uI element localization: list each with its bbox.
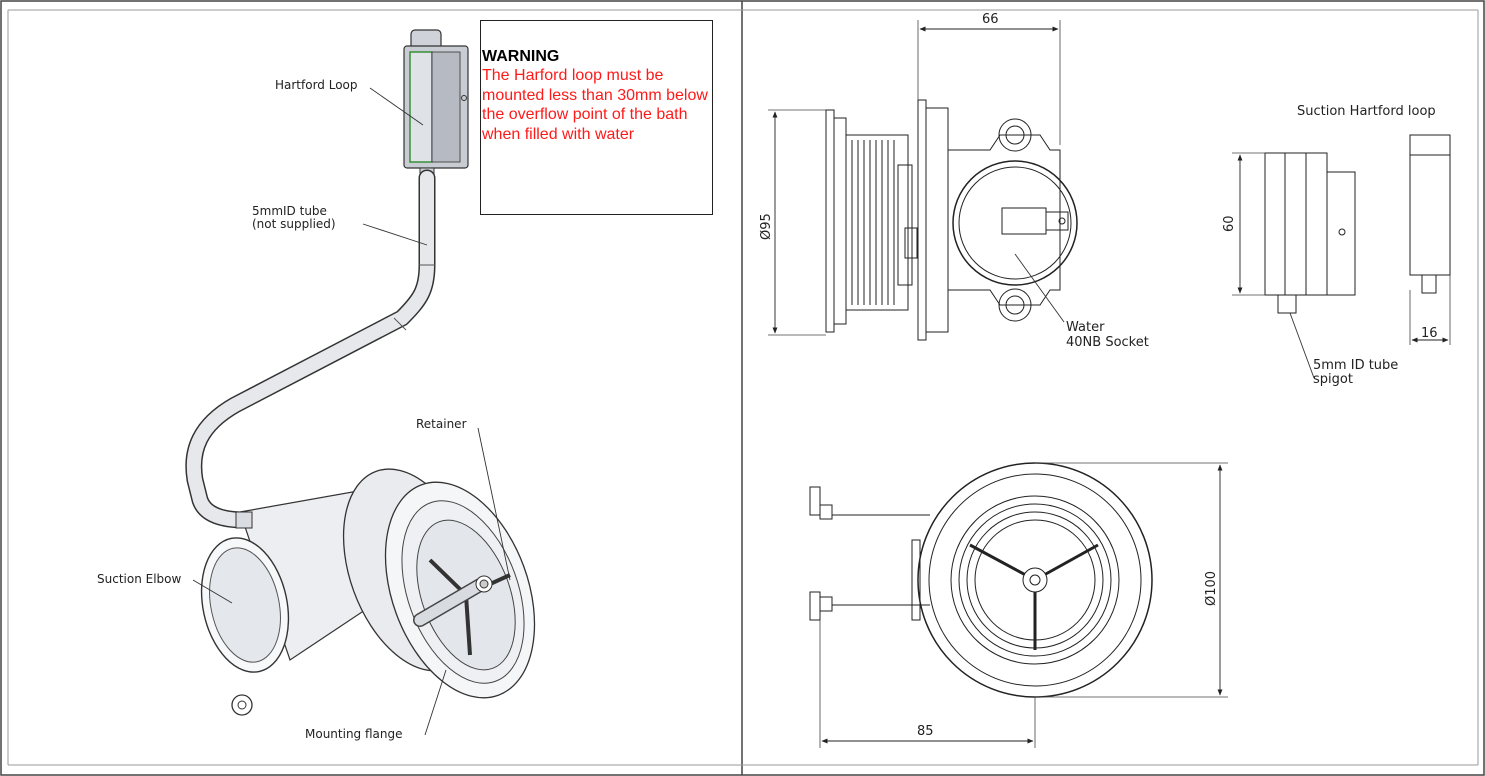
- label-water-line1: Water: [1066, 320, 1105, 335]
- dim-16-label: 16: [1421, 326, 1438, 341]
- callout-retainer: Retainer: [416, 417, 511, 581]
- label-tube-line2: (not supplied): [252, 217, 336, 231]
- dimension-dia-100: Ø100: [1035, 462, 1228, 698]
- front-plan-view: [809, 462, 1153, 698]
- dimension-16: 16: [1409, 275, 1451, 345]
- dimension-66: 66: [917, 12, 1061, 145]
- warning-text: The Harford loop must be mounted less th…: [482, 67, 708, 143]
- callout-water-socket: Water 40NB Socket: [1014, 253, 1149, 350]
- isometric-assembly: [185, 29, 536, 716]
- label-spigot-line2: spigot: [1313, 372, 1353, 387]
- label-hartford-loop: Hartford Loop: [275, 78, 358, 92]
- hartford-loop-elevation: [1264, 134, 1451, 314]
- callout-hartford-loop: Hartford Loop: [275, 78, 424, 126]
- dim-60-label: 60: [1222, 215, 1237, 232]
- label-suction-elbow: Suction Elbow: [97, 572, 181, 586]
- callout-mounting-flange: Mounting flange: [305, 669, 447, 741]
- thread-lines: [851, 140, 895, 305]
- mounting-flange-part: [342, 468, 536, 699]
- callout-suction-elbow: Suction Elbow: [97, 572, 233, 604]
- callout-tube: 5mmID tube (not supplied): [252, 204, 428, 246]
- loop-view-title: Suction Hartford loop: [1297, 104, 1436, 119]
- side-elevation-view: [825, 99, 1078, 341]
- dimension-85: 85: [819, 620, 1036, 748]
- warning-title: WARNING: [482, 48, 560, 65]
- dim-66-label: 66: [982, 12, 999, 27]
- warning-box: WARNING The Harford loop must be mounted…: [480, 20, 713, 215]
- label-tube-line1: 5mmID tube: [252, 204, 327, 218]
- label-mounting-flange: Mounting flange: [305, 727, 403, 741]
- label-retainer: Retainer: [416, 417, 467, 431]
- dimension-60: 60: [1222, 152, 1265, 296]
- dim-100-label: Ø100: [1204, 571, 1219, 606]
- dim-95-label: Ø95: [759, 213, 774, 240]
- dimension-dia-95: Ø95: [759, 109, 826, 336]
- label-spigot-line1: 5mm ID tube: [1313, 358, 1398, 373]
- label-water-line2: 40NB Socket: [1066, 335, 1149, 350]
- dim-85-label: 85: [917, 724, 934, 739]
- callout-spigot: 5mm ID tube spigot: [1289, 312, 1398, 387]
- hartford-loop-part: [403, 29, 469, 181]
